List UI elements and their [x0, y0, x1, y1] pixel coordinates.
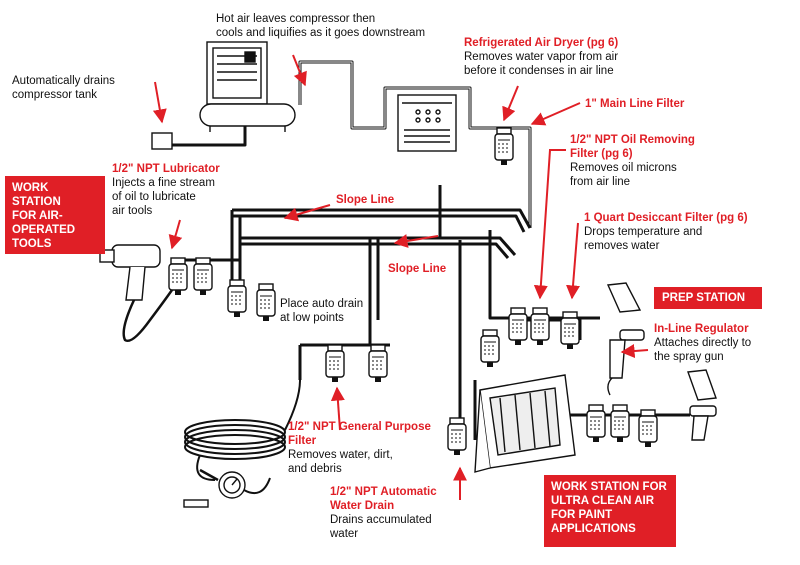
lubricator-title: 1/2" NPT Lubricator [112, 163, 220, 175]
main-filter-label: 1" Main Line Filter [585, 98, 685, 110]
slope-line-label-1: Slope Line [336, 194, 395, 206]
regulator-note: In-Line Regulator Attaches directly to t… [654, 322, 751, 364]
hot-air-label: Hot air leaves compressor then cools and… [216, 13, 426, 39]
air-hose-coil-icon [184, 379, 301, 481]
spray-gun-icon [606, 282, 717, 441]
general-filter-desc: Removes water, dirt, and debris [288, 449, 393, 475]
arrow-lubricator [168, 219, 183, 250]
arrow-slope-line-2 [393, 234, 439, 248]
arrow-dryer [502, 85, 519, 122]
oil-filter-title: 1/2" NPT Oil Removing Filter (pg 6) [570, 134, 695, 160]
arrow-desiccant [566, 222, 580, 300]
desiccant-desc: Drops temperature and removes water [584, 226, 703, 252]
regulator-title: In-Line Regulator [654, 323, 749, 335]
oil-filter-note: 1/2" NPT Oil Removing Filter (pg 6) Remo… [570, 133, 695, 189]
dryer-title: Refrigerated Air Dryer (pg 6) [464, 37, 619, 49]
auto-drain-tank-label: Automatically drains compressor tank [12, 75, 115, 101]
desiccant-note: 1 Quart Desiccant Filter (pg 6) Drops te… [584, 211, 748, 253]
lubricator-desc: Injects a fine stream of oil to lubricat… [112, 177, 215, 217]
arrow-main-filter [530, 102, 581, 126]
refrigerated-dryer-icon [397, 94, 457, 152]
water-drain-note: 1/2" NPT Automatic Water Drain Drains ac… [330, 485, 437, 541]
arrow-oil-filter [533, 149, 566, 300]
arrow-general-filter [330, 386, 345, 431]
dryer-note: Refrigerated Air Dryer (pg 6) Removes wa… [464, 36, 618, 78]
lubricator-note: 1/2" NPT Lubricator Injects a fine strea… [112, 162, 220, 218]
tire-gauge-icon [183, 468, 271, 508]
oil-filter-desc: Removes oil microns from air line [570, 162, 677, 188]
regulator-desc: Attaches directly to the spray gun [654, 337, 752, 363]
desiccant-title: 1 Quart Desiccant Filter (pg 6) [584, 212, 748, 224]
arrow-slope-line-1 [283, 204, 331, 222]
slope-line-label-2: Slope Line [388, 263, 447, 275]
work-station-paint-box: WORK STATION FOR ULTRA CLEAN AIR FOR PAI… [544, 475, 676, 547]
dryer-desc: Removes water vapor from air before it c… [464, 51, 619, 77]
arrow-regulator [620, 344, 649, 359]
tank-drain-icon [151, 132, 173, 150]
air-compressor-icon [199, 41, 296, 132]
paint-booth-icon [474, 374, 576, 473]
water-drain-desc: Drains accumulated water [330, 514, 432, 540]
arrow-auto-drain [152, 81, 167, 124]
arrow-hot-air [292, 54, 307, 87]
callout-arrows [152, 54, 649, 500]
auto-drain-low-label: Place auto drain at low points [280, 298, 364, 324]
work-station-air-tools-box: WORK STATION FOR AIR- OPERATED TOOLS [5, 176, 105, 254]
general-filter-note: 1/2" NPT General Purpose Filter Removes … [288, 420, 431, 476]
general-filter-title: 1/2" NPT General Purpose Filter [288, 421, 431, 447]
prep-station-box: PREP STATION [654, 287, 762, 309]
air-impact-wrench-icon [99, 244, 174, 343]
water-drain-title: 1/2" NPT Automatic Water Drain [330, 486, 437, 512]
